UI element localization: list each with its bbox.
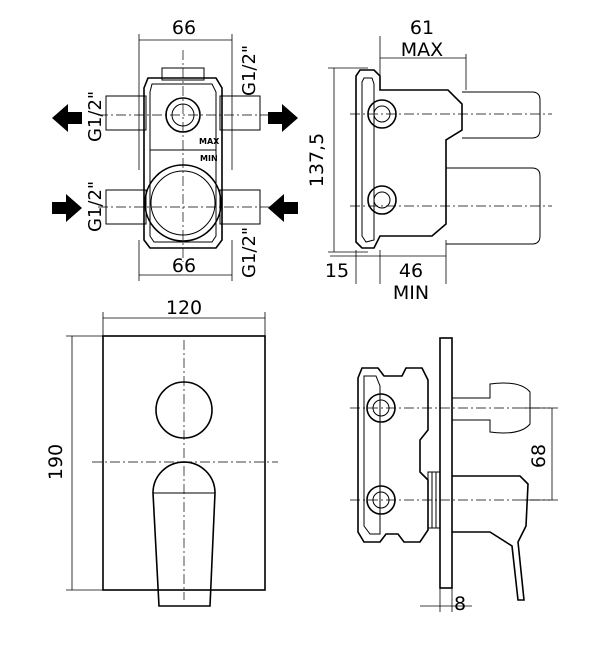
dim-handle-offset: 68 <box>528 444 550 468</box>
port-label-top-left: G1/2" <box>85 91 106 142</box>
dim-bottom-width: 66 <box>172 255 196 277</box>
arrow-left-icon <box>268 194 298 222</box>
port-label-top-right: G1/2" <box>239 45 260 96</box>
port-label-bottom-right: G1/2" <box>239 227 260 278</box>
cover-plate-front-view: 120 190 <box>45 297 278 607</box>
dim-plate-height: 190 <box>45 444 67 480</box>
dim-plate-offset: 15 <box>325 260 349 282</box>
dim-depth-max: 61 <box>410 17 434 39</box>
dim-min-label: MIN <box>393 282 429 304</box>
mark-min: MIN <box>200 154 218 163</box>
valve-front-view: 66 MAX MIN 66 G1/2" G1/2" G1/2" <box>52 17 298 281</box>
arrow-right-icon <box>268 104 298 132</box>
dim-height: 137,5 <box>306 133 328 187</box>
dim-top-width: 66 <box>172 17 196 39</box>
arrow-left-icon <box>52 104 82 132</box>
dim-plate-thickness: 8 <box>454 593 466 615</box>
dim-depth-min: 46 <box>399 260 423 282</box>
valve-side-view: 61 MAX 137,5 15 46 MIN <box>306 17 552 304</box>
mark-max: MAX <box>199 137 220 146</box>
port-label-bottom-left: G1/2" <box>85 181 106 232</box>
dim-plate-width: 120 <box>166 297 202 319</box>
dim-max-label: MAX <box>401 39 443 61</box>
arrow-right-icon <box>52 194 82 222</box>
assembly-side-view: 68 8 <box>350 337 558 615</box>
